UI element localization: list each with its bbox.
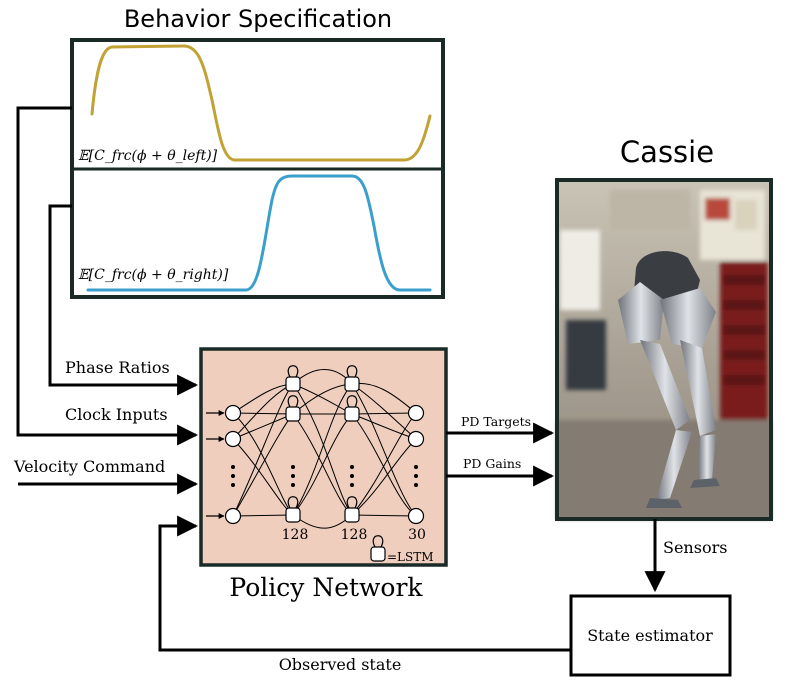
right-foot-curve — [86, 174, 432, 292]
input-layer — [224, 404, 242, 525]
input-stub-arrows — [206, 410, 225, 519]
left-foot-plot: 𝔼[C_frc(ϕ + θ_left)] — [78, 44, 432, 164]
state-estimator-label: State estimator — [587, 626, 713, 645]
phase-ratios-wire — [48, 204, 199, 396]
behavior-spec-title: Behavior Specification — [124, 5, 392, 33]
observed-state-label: Observed state — [279, 655, 402, 674]
hidden-layer-2 — [344, 365, 360, 523]
output-layer-size: 30 — [408, 527, 426, 543]
hidden-layer-2-ellipsis — [350, 465, 354, 487]
velocity-command-label: Velocity Command — [13, 457, 165, 476]
clock-inputs-wire — [16, 106, 199, 446]
phase-ratios-label: Phase Ratios — [65, 358, 170, 377]
hidden-layer-1-size: 128 — [282, 527, 309, 543]
output-layer-ellipsis — [414, 465, 418, 487]
observed-state-wire — [158, 515, 571, 652]
robot-photo — [555, 178, 773, 521]
robot-title: Cassie — [620, 135, 714, 169]
pd-targets-label: PD Targets — [461, 414, 531, 429]
lstm-legend-label: =LSTM — [387, 550, 434, 564]
policy-network-title: Policy Network — [229, 573, 423, 602]
left-foot-label: 𝔼[C_frc(ϕ + θ_left)] — [78, 148, 218, 164]
sensors-label: Sensors — [663, 538, 727, 557]
hidden-layer-2-size: 128 — [341, 527, 368, 543]
hidden-layer-1 — [285, 365, 301, 523]
right-foot-label: 𝔼[C_frc(ϕ + θ_right)] — [78, 267, 229, 283]
behavior-spec-panel — [70, 38, 445, 299]
policy-network-box — [199, 347, 448, 567]
hidden-layer-1-ellipsis — [291, 465, 295, 487]
lstm-legend-icon — [370, 535, 386, 562]
left-foot-curve — [90, 44, 432, 162]
output-layer — [407, 404, 425, 525]
state-estimator-box — [569, 594, 732, 677]
wiring — [16, 106, 666, 652]
robot-body — [618, 251, 720, 508]
clock-inputs-label: Clock Inputs — [65, 405, 168, 424]
input-layer-ellipsis — [231, 465, 235, 487]
right-foot-plot: 𝔼[C_frc(ϕ + θ_right)] — [78, 174, 432, 292]
pd-gains-label: PD Gains — [463, 456, 521, 471]
